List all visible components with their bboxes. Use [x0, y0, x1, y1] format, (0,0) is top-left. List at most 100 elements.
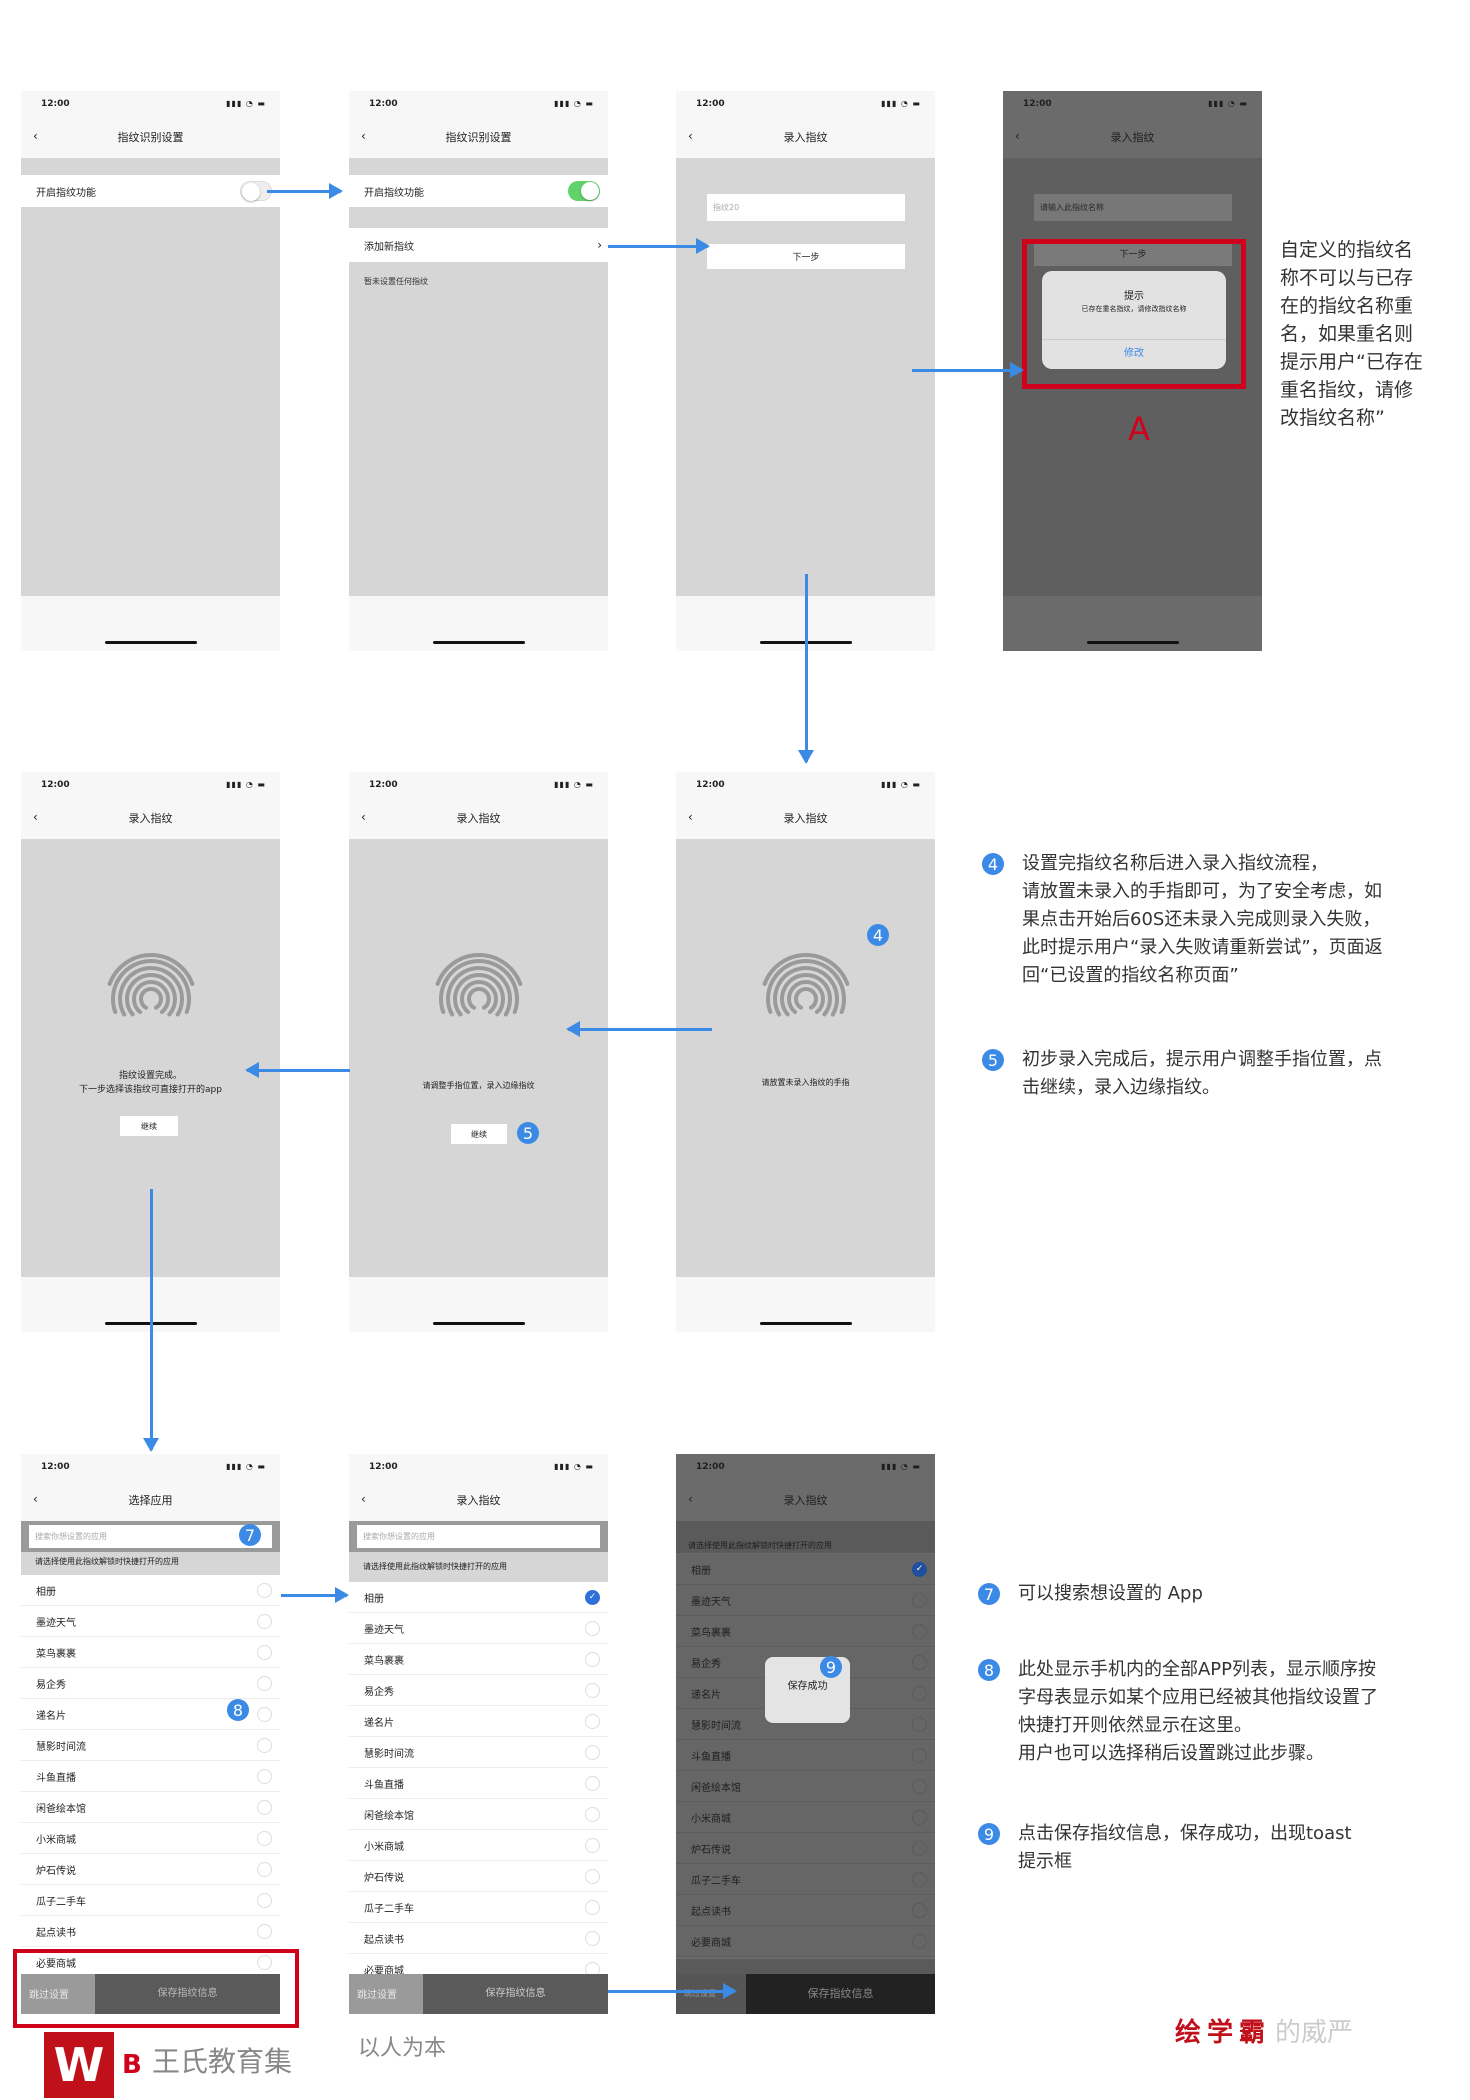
add-fingerprint-row[interactable]: 添加新指纹 ›: [349, 228, 608, 262]
radio-unchecked-icon[interactable]: [912, 1624, 927, 1639]
app-list-item[interactable]: 小米商城: [349, 1830, 608, 1861]
app-list-item[interactable]: 慧影时间流: [21, 1730, 280, 1761]
app-list-item[interactable]: 斗鱼直播: [676, 1740, 935, 1771]
app-list-item[interactable]: 斗鱼直播: [21, 1761, 280, 1792]
app-list-item[interactable]: 墨迹天气: [21, 1606, 280, 1637]
app-list-item[interactable]: 斗鱼直播: [349, 1768, 608, 1799]
radio-unchecked-icon[interactable]: [257, 1893, 272, 1908]
search-input[interactable]: 搜索你想设置的应用: [357, 1525, 600, 1548]
radio-unchecked-icon[interactable]: [257, 1614, 272, 1629]
radio-unchecked-icon[interactable]: [912, 1810, 927, 1825]
back-icon[interactable]: ‹: [361, 129, 366, 143]
back-icon[interactable]: ‹: [361, 810, 366, 824]
app-list-item[interactable]: 菜鸟裹裹: [21, 1637, 280, 1668]
enable-fingerprint-toggle[interactable]: [568, 181, 600, 201]
app-list-item[interactable]: 菜鸟裹裹: [676, 1616, 935, 1647]
radio-unchecked-icon[interactable]: [257, 1645, 272, 1660]
radio-unchecked-icon[interactable]: [585, 1838, 600, 1853]
continue-button[interactable]: 继续: [120, 1116, 178, 1136]
fingerprint-name-input[interactable]: 请输入此指纹名称: [1034, 194, 1232, 221]
app-list-item[interactable]: 墨迹天气: [349, 1613, 608, 1644]
radio-unchecked-icon[interactable]: [912, 1841, 927, 1856]
fingerprint-name-input[interactable]: 指纹20: [707, 194, 905, 221]
app-list-item[interactable]: 起点读书: [676, 1895, 935, 1926]
radio-unchecked-icon[interactable]: [585, 1807, 600, 1822]
radio-unchecked-icon[interactable]: [912, 1717, 927, 1732]
note-text-7: 可以搜索想设置的 App: [1018, 1583, 1203, 1604]
app-list-item[interactable]: 闲爸绘本馆: [676, 1771, 935, 1802]
radio-unchecked-icon[interactable]: [585, 1683, 600, 1698]
radio-unchecked-icon[interactable]: [257, 1924, 272, 1939]
radio-unchecked-icon[interactable]: [912, 1748, 927, 1763]
radio-unchecked-icon[interactable]: [257, 1583, 272, 1598]
radio-unchecked-icon[interactable]: [585, 1900, 600, 1915]
back-icon[interactable]: ‹: [688, 1492, 693, 1506]
radio-checked-icon[interactable]: ✓: [912, 1562, 927, 1577]
continue-button[interactable]: 继续: [451, 1124, 507, 1144]
app-list-item[interactable]: 炉石传说: [21, 1854, 280, 1885]
back-icon[interactable]: ‹: [1015, 129, 1020, 143]
app-list-item[interactable]: 相册✓: [349, 1582, 608, 1613]
next-button[interactable]: 下一步: [1034, 241, 1232, 266]
radio-unchecked-icon[interactable]: [257, 1800, 272, 1815]
back-icon[interactable]: ‹: [33, 1492, 38, 1506]
app-list-item[interactable]: 必要商城: [676, 1926, 935, 1957]
app-list-item[interactable]: 炉石传说: [676, 1833, 935, 1864]
app-list-item[interactable]: 炉石传说: [349, 1861, 608, 1892]
app-list-item[interactable]: 小米商城: [21, 1823, 280, 1854]
back-icon[interactable]: ‹: [33, 129, 38, 143]
app-list-item[interactable]: 易企秀: [349, 1675, 608, 1706]
enable-fingerprint-toggle[interactable]: [240, 181, 272, 201]
back-icon[interactable]: ‹: [361, 1492, 366, 1506]
radio-unchecked-icon[interactable]: [585, 1931, 600, 1946]
radio-unchecked-icon[interactable]: [585, 1776, 600, 1791]
app-list-item[interactable]: 小米商城: [676, 1802, 935, 1833]
radio-unchecked-icon[interactable]: [257, 1862, 272, 1877]
radio-unchecked-icon[interactable]: [912, 1934, 927, 1949]
save-button[interactable]: 保存指纹信息: [95, 1974, 280, 2014]
radio-unchecked-icon[interactable]: [912, 1686, 927, 1701]
back-icon[interactable]: ‹: [688, 810, 693, 824]
app-list-item[interactable]: 瓜子二手车: [676, 1864, 935, 1895]
radio-unchecked-icon[interactable]: [585, 1745, 600, 1760]
radio-unchecked-icon[interactable]: [912, 1655, 927, 1670]
radio-unchecked-icon[interactable]: [912, 1593, 927, 1608]
skip-button[interactable]: 跳过设置: [21, 1974, 95, 2014]
modify-button[interactable]: 修改: [1042, 339, 1226, 369]
radio-unchecked-icon[interactable]: [585, 1714, 600, 1729]
back-icon[interactable]: ‹: [688, 129, 693, 143]
app-list-item[interactable]: 瓜子二手车: [349, 1892, 608, 1923]
phone-enroll-edge: 12:00 ▮▮▮ ◔ ▬ ‹ 录入指纹 请调整手指位置，录入边缘指纹 继续: [349, 772, 608, 1332]
radio-unchecked-icon[interactable]: [257, 1955, 272, 1970]
app-list-item[interactable]: 相册✓: [676, 1554, 935, 1585]
app-list-item[interactable]: 起点读书: [21, 1916, 280, 1947]
app-list-item[interactable]: 菜鸟裹裹: [349, 1644, 608, 1675]
radio-unchecked-icon[interactable]: [912, 1779, 927, 1794]
skip-button[interactable]: 跳过设置: [349, 1974, 423, 2014]
radio-unchecked-icon[interactable]: [257, 1831, 272, 1846]
search-input[interactable]: 搜索你想设置的应用: [29, 1525, 272, 1548]
save-button[interactable]: 保存指纹信息: [746, 1974, 935, 2014]
radio-unchecked-icon[interactable]: [585, 1621, 600, 1636]
radio-unchecked-icon[interactable]: [912, 1903, 927, 1918]
app-list-item[interactable]: 相册: [21, 1575, 280, 1606]
radio-unchecked-icon[interactable]: [912, 1872, 927, 1887]
app-list-item[interactable]: 易企秀: [21, 1668, 280, 1699]
radio-unchecked-icon[interactable]: [585, 1869, 600, 1884]
radio-checked-icon[interactable]: ✓: [585, 1590, 600, 1605]
app-list-item[interactable]: 闲爸绘本馆: [21, 1792, 280, 1823]
app-list-item[interactable]: 慧影时间流: [349, 1737, 608, 1768]
save-button[interactable]: 保存指纹信息: [423, 1974, 608, 2014]
back-icon[interactable]: ‹: [33, 810, 38, 824]
radio-unchecked-icon[interactable]: [257, 1769, 272, 1784]
radio-unchecked-icon[interactable]: [257, 1676, 272, 1691]
radio-unchecked-icon[interactable]: [257, 1707, 272, 1722]
app-list-item[interactable]: 墨迹天气: [676, 1585, 935, 1616]
next-button[interactable]: 下一步: [707, 244, 905, 269]
app-list-item[interactable]: 递名片: [349, 1706, 608, 1737]
radio-unchecked-icon[interactable]: [585, 1652, 600, 1667]
app-list-item[interactable]: 起点读书: [349, 1923, 608, 1954]
app-list-item[interactable]: 瓜子二手车: [21, 1885, 280, 1916]
app-list-item[interactable]: 闲爸绘本馆: [349, 1799, 608, 1830]
radio-unchecked-icon[interactable]: [257, 1738, 272, 1753]
